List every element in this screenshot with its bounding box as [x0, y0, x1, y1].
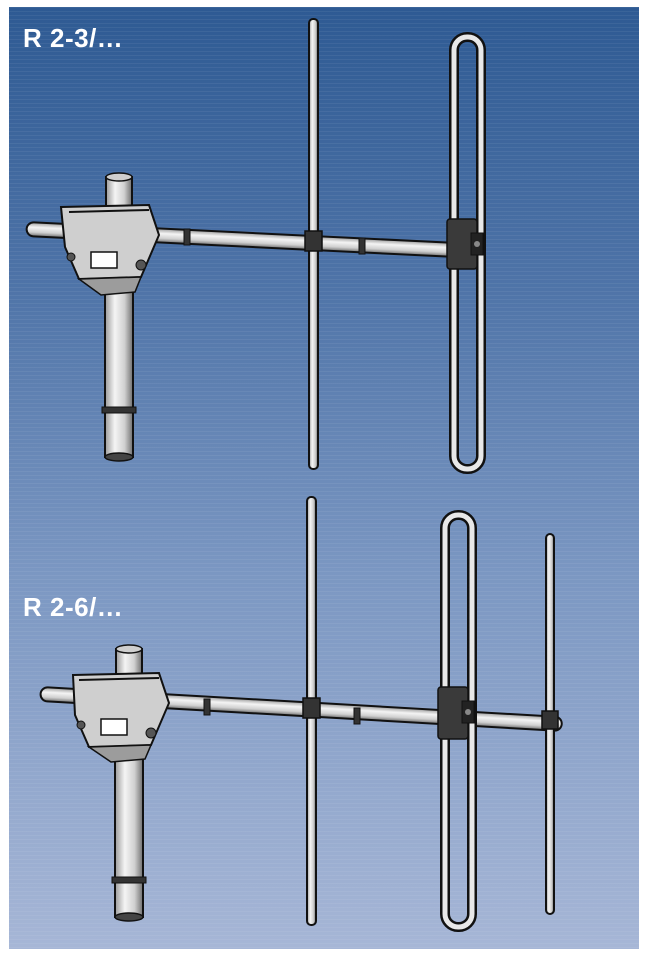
folded-dipole-element	[437, 510, 477, 932]
folded-dipole-element	[446, 32, 486, 474]
product-image-panel: R 2-3/… R 2-6/…	[9, 7, 639, 949]
antenna-illustrations	[25, 18, 563, 932]
model-label-r2-3: R 2-3/…	[23, 23, 124, 53]
antenna-r2-6	[39, 496, 563, 932]
boom	[39, 686, 563, 732]
director-element	[541, 533, 559, 915]
reflector-element	[302, 496, 321, 926]
mast-pole	[111, 751, 147, 922]
reflector-element	[304, 18, 323, 470]
mounting-clamp	[59, 203, 161, 296]
antenna-r2-3	[25, 18, 486, 474]
mounting-clamp	[71, 671, 171, 763]
model-label-r2-6: R 2-6/…	[23, 592, 124, 622]
mast-pole	[101, 281, 137, 462]
